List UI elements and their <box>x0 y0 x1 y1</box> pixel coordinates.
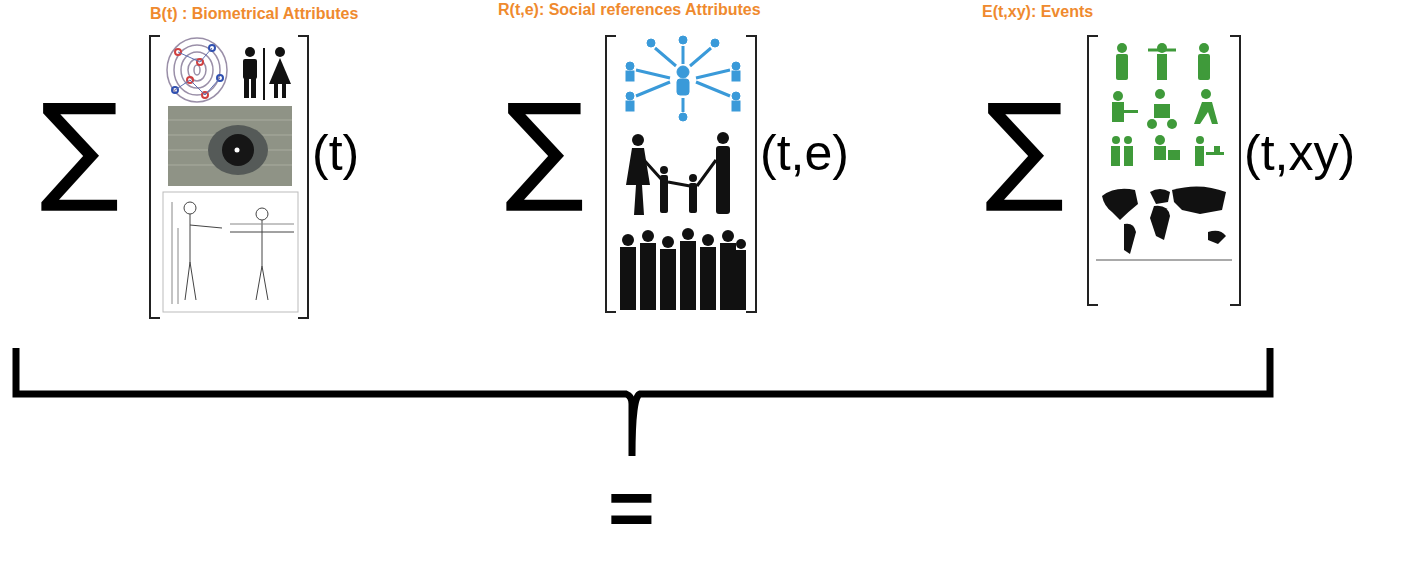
anthropometric-drawing <box>163 192 298 312</box>
minutiae-points <box>172 45 223 98</box>
iris-image <box>168 106 292 186</box>
activity-icons <box>1111 43 1224 166</box>
argument-label: (t) <box>312 128 359 178</box>
argument-label: (t,e) <box>760 128 849 178</box>
sum-symbol: ∑ <box>505 88 585 206</box>
family-silhouette <box>626 132 730 215</box>
equals-sign: = <box>608 468 655 548</box>
crowd-silhouette <box>620 228 746 310</box>
group-heading: R(t,e): Social references Attributes <box>498 2 761 18</box>
group-heading: B(t) : Biometrical Attributes <box>150 6 358 22</box>
group-heading: E(t,xy): Events <box>982 4 1093 20</box>
sum-symbol: ∑ <box>985 88 1065 206</box>
fingerprint-icon <box>167 38 227 102</box>
social-network-icon <box>626 36 740 121</box>
sum-symbol: ∑ <box>40 88 120 206</box>
panel-line <box>1096 260 1232 261</box>
world-map <box>1102 186 1226 254</box>
gender-icon <box>243 47 291 100</box>
matrix-bracket <box>150 36 1240 318</box>
argument-label: (t,xy) <box>1244 128 1355 178</box>
curly-brace <box>16 348 1270 456</box>
